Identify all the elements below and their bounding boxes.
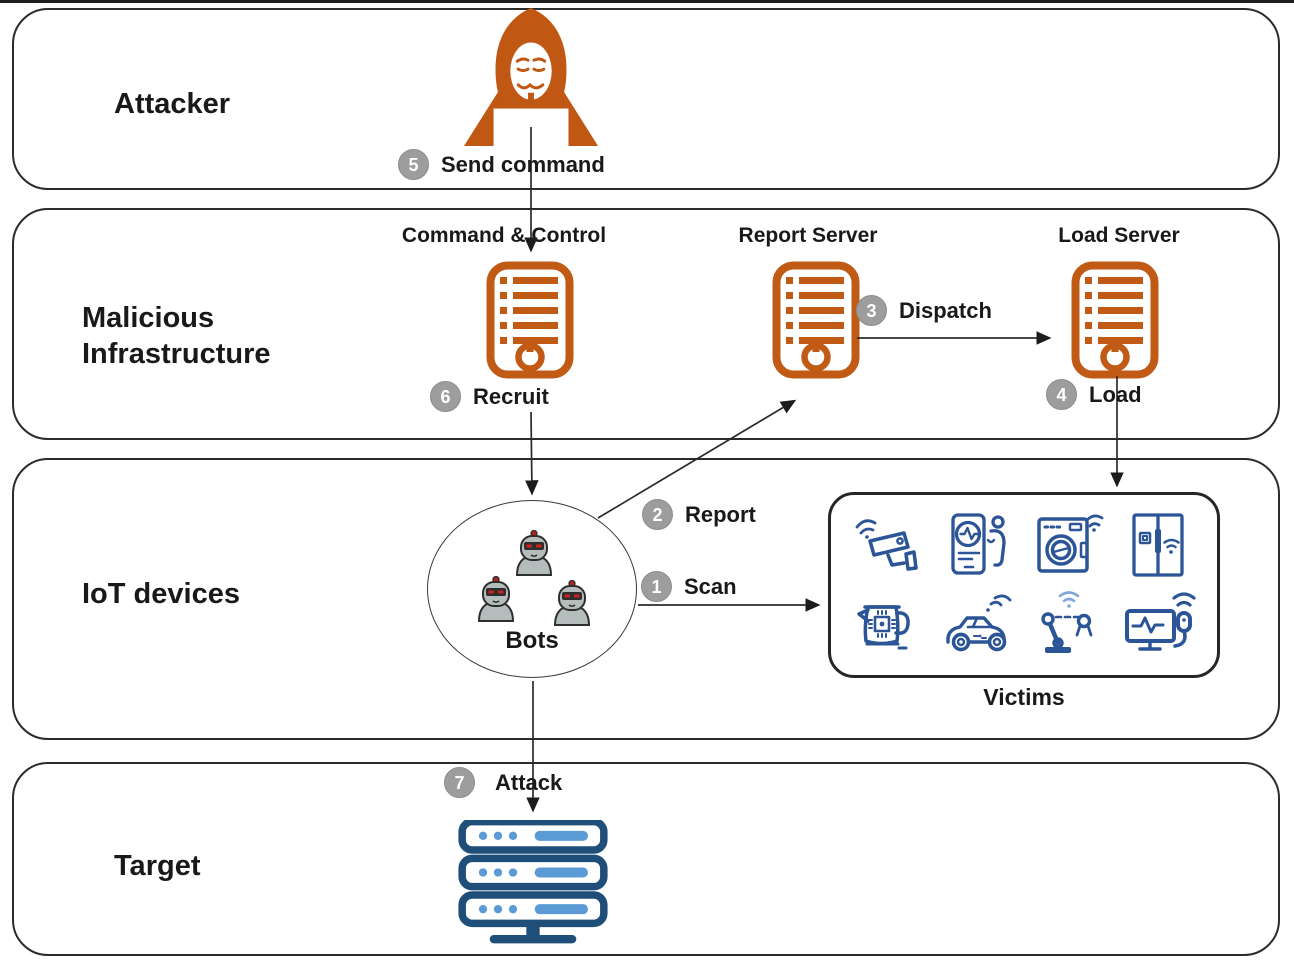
band-attacker: Attacker [12, 8, 1280, 190]
step-recruit-label: Recruit [473, 383, 549, 409]
step-dispatch-number: 3 [856, 295, 887, 326]
health-smartphone-icon [941, 507, 1017, 583]
bots-group: Bots [427, 500, 637, 678]
step-scan: 1 Scan [641, 571, 737, 602]
step-send-command-number: 5 [398, 149, 429, 180]
target-server-icon [458, 820, 608, 944]
report-server-label: Report Server [738, 224, 878, 247]
step-recruit: 6 Recruit [430, 381, 549, 412]
victims-label: Victims [983, 684, 1065, 710]
band-malicious-label: Malicious Infrastructure [82, 302, 271, 371]
connected-car-icon [941, 587, 1017, 663]
cnc-server-label: Command & Control [401, 224, 607, 247]
band-attacker-label: Attacker [114, 88, 231, 120]
load-server-label: Load Server [1058, 224, 1180, 247]
step-load-label: Load [1089, 381, 1142, 407]
band-target: Target [12, 762, 1280, 956]
report-server-icon [772, 261, 860, 379]
step-report-number: 2 [642, 499, 673, 530]
bot-icon [477, 575, 515, 622]
figure-top-border [0, 0, 1294, 3]
security-camera-icon [850, 507, 926, 583]
robot-arm-icon [1031, 587, 1107, 663]
bot-icon [553, 579, 591, 626]
cnc-server-icon [486, 261, 574, 379]
step-load: 4 Load [1046, 379, 1142, 410]
step-load-number: 4 [1046, 379, 1077, 410]
step-attack-label: Attack [495, 769, 563, 795]
smart-fridge-icon [1122, 507, 1198, 583]
step-dispatch: 3 Dispatch [856, 295, 992, 326]
step-scan-label: Scan [684, 573, 737, 599]
step-report: 2 Report [642, 499, 756, 530]
band-iot-label: IoT devices [82, 578, 240, 610]
bots-label: Bots [505, 627, 559, 654]
step-scan-number: 1 [641, 571, 672, 602]
smart-kettle-icon [850, 587, 926, 663]
load-server-icon [1071, 261, 1159, 379]
step-send-command: 5 Send command [398, 149, 605, 180]
step-attack-number: 7 [444, 767, 475, 798]
step-attack: 7 Attack [444, 767, 562, 798]
bot-icon [515, 529, 553, 576]
victims-box [828, 492, 1220, 678]
hacker-icon [463, 7, 599, 146]
medical-monitor-icon [1122, 587, 1198, 663]
step-recruit-number: 6 [430, 381, 461, 412]
step-report-label: Report [685, 501, 756, 527]
washing-machine-icon [1031, 507, 1107, 583]
step-send-command-label: Send command [441, 151, 605, 177]
step-dispatch-label: Dispatch [899, 297, 992, 323]
band-target-label: Target [114, 850, 201, 882]
